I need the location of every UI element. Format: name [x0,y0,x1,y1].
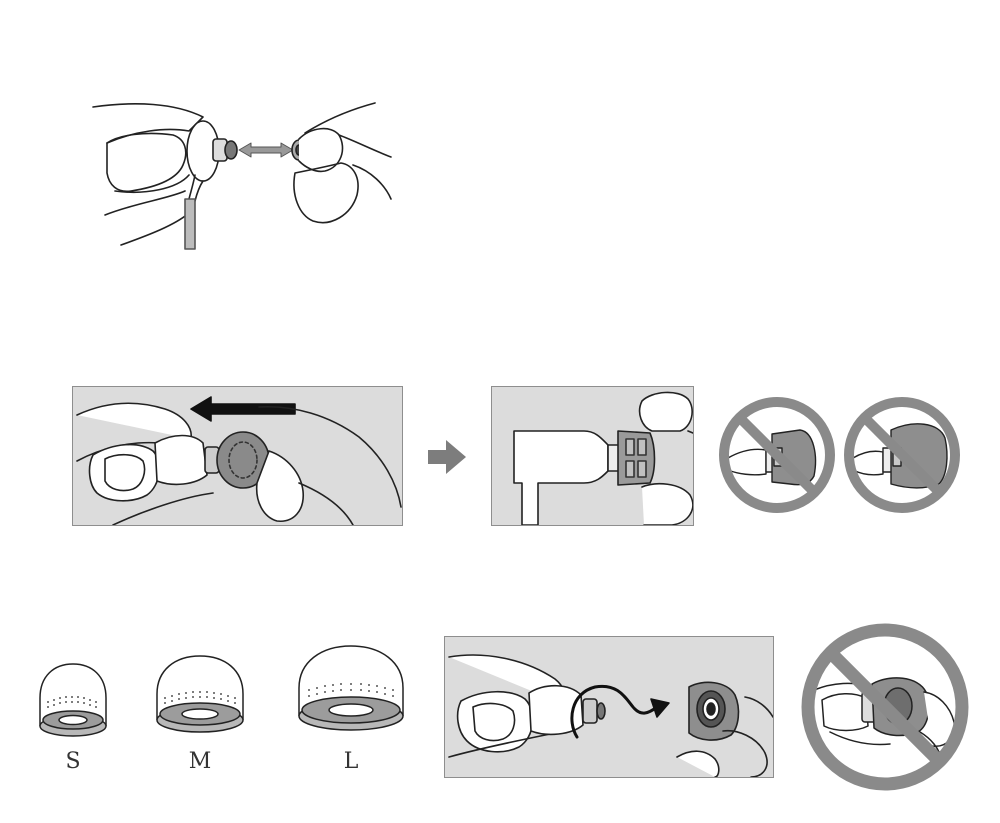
ear-tip-icon [298,645,404,731]
step5-drawing [448,654,773,777]
step1-illustration [85,95,405,260]
earbud-icon [154,434,208,486]
hand-icon [76,402,192,440]
prohibited-pull [800,622,970,792]
ear-tip-size-l [295,644,407,740]
earbud-icon [821,693,869,732]
step2-panel [72,386,403,526]
ear-tip-icon [890,423,948,489]
prohibited-icon [801,623,969,791]
step1-drawing [92,102,392,250]
curved-arrow-icon [570,684,670,739]
step3-panel [491,386,694,526]
ear-tip-icon [617,430,656,486]
ear-tip-icon [291,127,344,173]
prohibited-icon [844,397,960,513]
step5-panel [444,636,774,778]
earbud-icon [528,684,584,736]
earbud-icon [513,430,609,525]
double-arrow-icon [238,142,294,158]
step3-drawing [513,391,693,525]
ear-tip-size-s [36,662,110,740]
prohibited-fit-1 [718,396,836,514]
size-label-m: M [188,749,212,774]
step2-drawing [76,396,402,525]
step-arrow [428,440,466,474]
prohibited-fit-2 [843,396,961,514]
size-label-l: L [343,749,359,774]
left-arrow-icon [190,396,296,422]
ear-tip-icon [771,429,817,486]
ear-tip-icon [688,681,740,741]
ear-tip-icon [39,663,107,737]
prohibited-icon [719,397,835,513]
ear-tip-icon [216,431,270,489]
size-label-s: S [65,749,81,774]
ear-tip-size-m [153,654,247,740]
hand-icon [638,391,693,432]
ear-tip-icon [156,655,244,733]
hand-icon [92,103,204,144]
right-arrow-icon [428,440,466,474]
